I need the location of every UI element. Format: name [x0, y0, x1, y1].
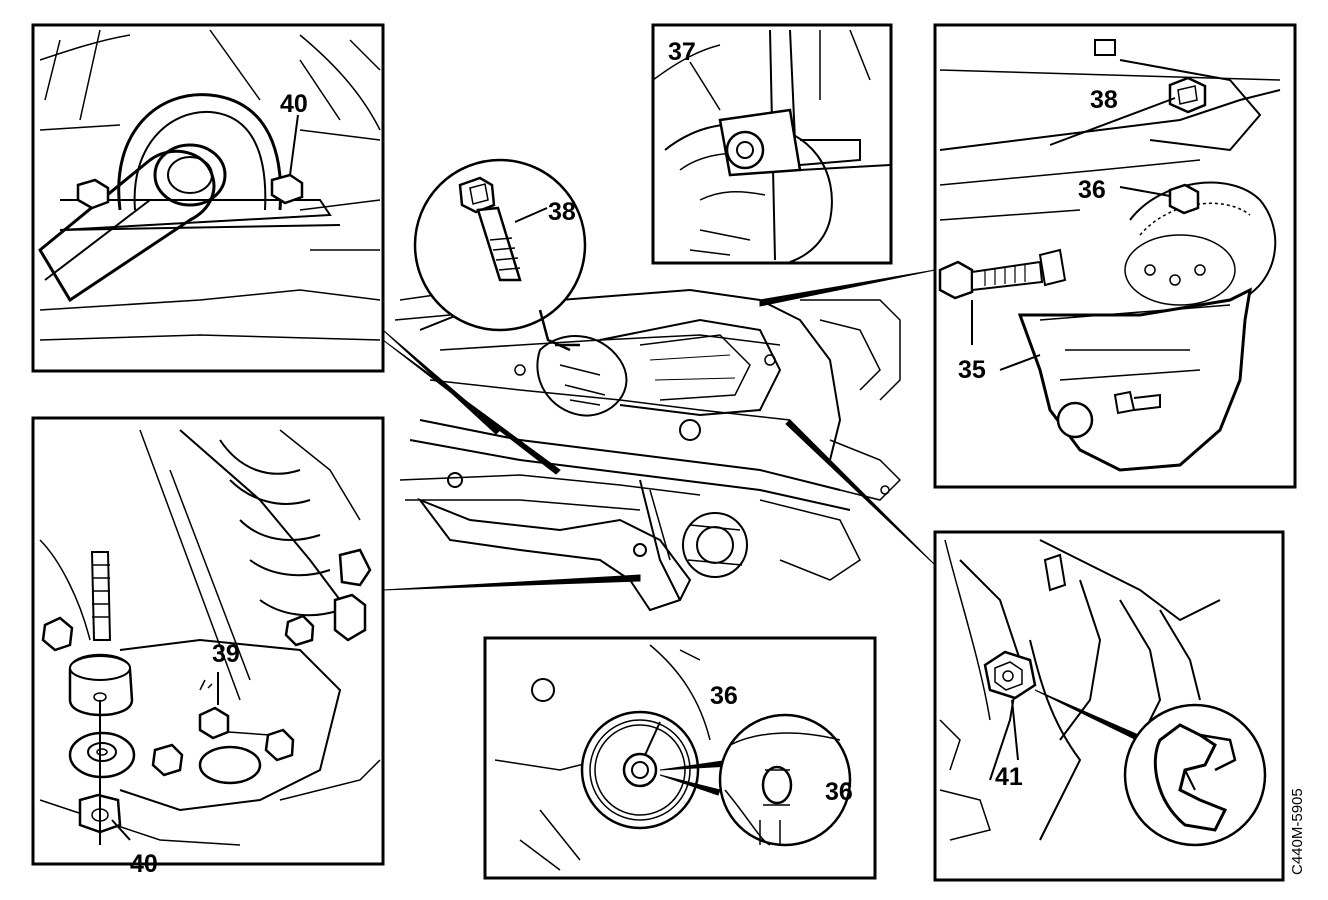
pulley-bolt-zoom-circle [718, 713, 852, 847]
callout-37: 37 [668, 38, 696, 66]
panel-timing-cover-35-36-38 [933, 23, 1297, 489]
bolt-38-detail-circle [413, 158, 587, 352]
panel-crank-bolt-37 [651, 23, 893, 265]
callout-labels: 40 38 37 38 36 35 39 40 36 36 41 C440M-5… [130, 38, 1306, 878]
callout-36-top: 36 [1078, 176, 1106, 204]
bolt-icon [938, 260, 1044, 300]
bolt-icon [1113, 390, 1161, 415]
nut-icon [41, 548, 372, 777]
bolt-icon [458, 176, 522, 282]
panel-pulley-36 [483, 636, 877, 880]
figure-code: C440M-5905 [1289, 788, 1306, 875]
bushing-icon [68, 551, 134, 717]
washer-icon [68, 731, 136, 779]
callout-39: 39 [212, 640, 240, 668]
retaining-clip-icon [1153, 723, 1237, 832]
callout-38-right: 38 [1090, 86, 1118, 114]
pulley-icon [580, 710, 700, 830]
central-subframe-illustration [394, 288, 902, 612]
callout-41: 41 [995, 763, 1023, 791]
callout-40-bottom: 40 [130, 850, 158, 878]
panel-subframe-bushing-39-40 [31, 416, 385, 866]
panel-stabilizer-clamp-top [31, 23, 385, 373]
callout-36-center: 36 [710, 682, 738, 710]
nut-icon [198, 679, 230, 740]
callout-40-top: 40 [280, 90, 308, 118]
bolt-icon [1168, 183, 1200, 215]
callout-36-zoom: 36 [825, 778, 853, 806]
panel-retaining-clip-41 [933, 530, 1285, 882]
nut-icon [983, 650, 1037, 700]
stabilizer-bar-clamp-icon [38, 93, 341, 303]
nut-icon [76, 173, 304, 210]
leader-lines [382, 269, 936, 591]
callout-38-top: 38 [548, 198, 576, 226]
bolt-icon [1168, 76, 1207, 114]
callout-35: 35 [958, 356, 986, 384]
bolt-icon [725, 130, 765, 170]
retaining-clip-zoom-circle [1123, 703, 1267, 847]
